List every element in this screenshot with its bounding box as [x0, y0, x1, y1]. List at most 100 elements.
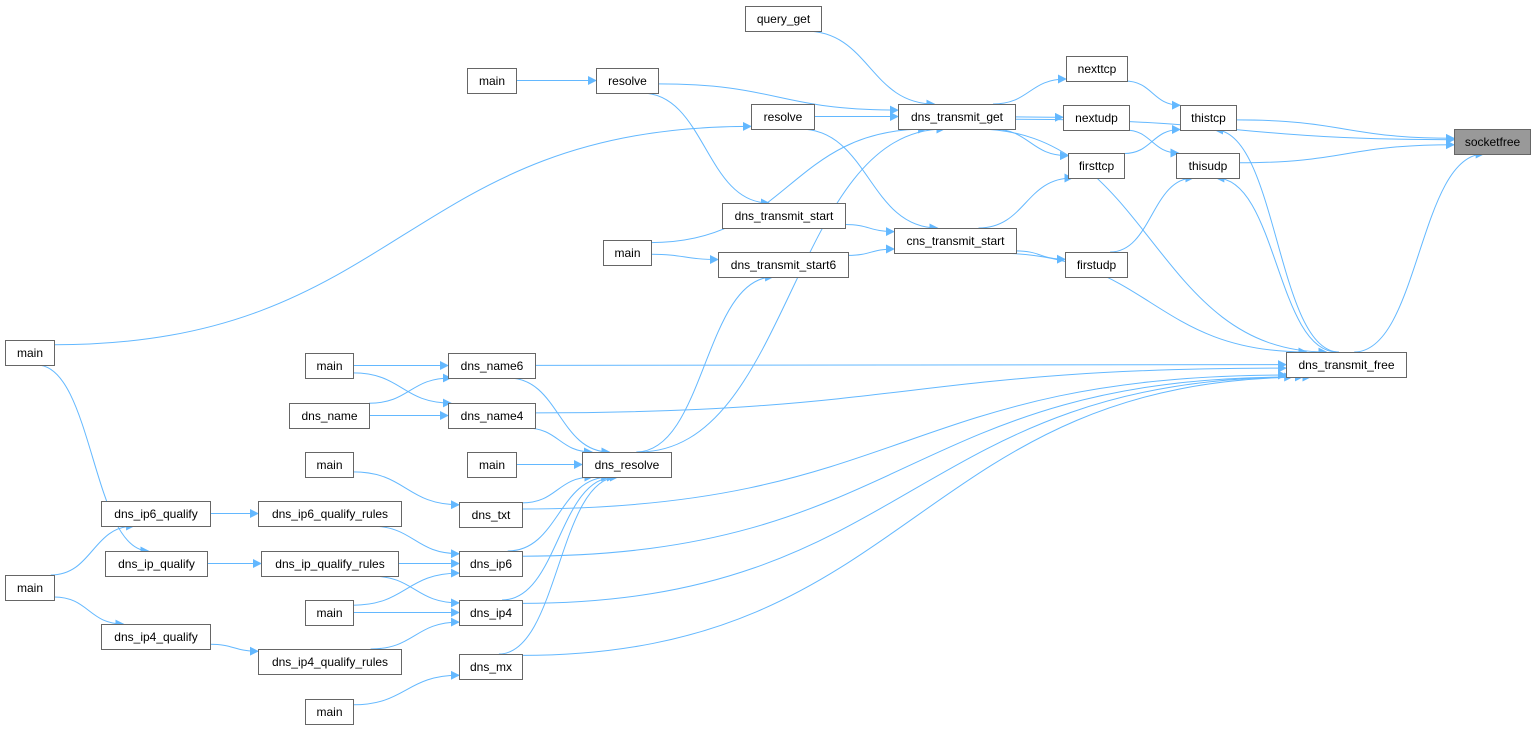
node-dns-transmit-get[interactable]: dns_transmit_get — [898, 104, 1016, 130]
node-box[interactable] — [305, 600, 354, 626]
node-box[interactable] — [596, 68, 659, 94]
node-box[interactable] — [718, 252, 849, 278]
edge-dns_resolve-to-dns_transmit_get — [638, 124, 946, 453]
node-dns-ip6-qualify-rules[interactable]: dns_ip6_qualify_rules — [258, 501, 402, 527]
node-dns-ip-qualify[interactable]: dns_ip_qualify — [105, 551, 208, 577]
node-dns-name4[interactable]: dns_name4 — [448, 403, 536, 429]
node-label: main — [17, 581, 43, 595]
node-main-8[interactable]: main — [305, 600, 354, 626]
node-dns-name6[interactable]: dns_name6 — [448, 353, 536, 379]
node-label: main — [17, 346, 43, 360]
node-box[interactable] — [459, 551, 523, 577]
node-box[interactable] — [1176, 153, 1240, 179]
node-dns-transmit-start[interactable]: dns_transmit_start — [722, 203, 846, 229]
edge-cns_transmit_start-to-firstudp — [1015, 250, 1066, 264]
node-box[interactable] — [467, 68, 517, 94]
node-firsttcp[interactable]: firsttcp — [1068, 153, 1125, 179]
edge-dns_ip6_qualify_rules-to-dns_ip6 — [369, 525, 460, 559]
node-dns-name[interactable]: dns_name — [289, 403, 370, 429]
node-dns-transmit-free[interactable]: dns_transmit_free — [1286, 352, 1407, 378]
node-box[interactable] — [751, 104, 815, 130]
edge-dns_ip4-to-dns_resolve — [501, 472, 616, 601]
node-label: firsttcp — [1079, 159, 1115, 173]
node-box[interactable] — [898, 104, 1016, 130]
node-box[interactable] — [5, 575, 55, 601]
node-label: query_get — [757, 12, 811, 26]
node-dns-ip4-qualify-rules[interactable]: dns_ip4_qualify_rules — [258, 649, 402, 675]
edge-nextudp-to-thisudp — [1124, 129, 1180, 158]
node-box[interactable] — [1065, 252, 1128, 278]
node-main-2[interactable]: main — [603, 240, 652, 266]
node-resolve-b[interactable]: resolve — [751, 104, 815, 130]
node-box[interactable] — [5, 340, 55, 366]
node-thistcp[interactable]: thistcp — [1180, 105, 1237, 131]
node-label: main — [316, 705, 342, 719]
node-box[interactable] — [258, 649, 402, 675]
node-box[interactable] — [305, 699, 354, 725]
node-socketfree[interactable]: socketfree — [1454, 129, 1531, 155]
node-query-get[interactable]: query_get — [745, 6, 822, 32]
node-main-3[interactable]: main — [5, 340, 55, 366]
node-box[interactable] — [1180, 105, 1237, 131]
node-dns-mx[interactable]: dns_mx — [459, 654, 523, 680]
node-label: main — [479, 74, 505, 88]
node-box[interactable] — [1286, 352, 1407, 378]
node-label: dns_ip_qualify — [118, 557, 195, 571]
node-box[interactable] — [582, 452, 672, 478]
edges-layer — [36, 30, 1485, 706]
node-box[interactable] — [603, 240, 652, 266]
node-box[interactable] — [894, 228, 1017, 254]
node-box[interactable] — [1066, 56, 1128, 82]
node-box[interactable] — [448, 353, 536, 379]
node-box[interactable] — [1063, 105, 1130, 131]
node-main-6[interactable]: main — [305, 452, 354, 478]
edge-query_get-to-dns_transmit_get — [805, 30, 936, 109]
node-box[interactable] — [459, 654, 523, 680]
node-main-7[interactable]: main — [5, 575, 55, 601]
node-main-4[interactable]: main — [305, 353, 354, 379]
node-box[interactable] — [305, 452, 354, 478]
node-label: dns_ip6_qualify_rules — [272, 507, 388, 521]
node-label: dns_name6 — [461, 359, 524, 373]
edge-main_7-to-dns_ip4_qualify — [53, 596, 125, 629]
edge-dns_mx-to-dns_resolve — [498, 472, 619, 655]
edge-dns_transmit_free-to-socketfree — [1354, 149, 1485, 353]
node-main-1[interactable]: main — [467, 68, 517, 94]
node-dns-ip6-qualify[interactable]: dns_ip6_qualify — [101, 501, 211, 527]
edge-main_6-to-dns_txt — [352, 471, 460, 510]
node-box[interactable] — [258, 501, 402, 527]
node-main-5[interactable]: main — [467, 452, 517, 478]
node-thisudp[interactable]: thisudp — [1176, 153, 1240, 179]
node-dns-ip6[interactable]: dns_ip6 — [459, 551, 523, 577]
node-dns-resolve[interactable]: dns_resolve — [582, 452, 672, 478]
node-box[interactable] — [305, 353, 354, 379]
node-box[interactable] — [459, 600, 523, 626]
node-dns-ip-qualify-rules[interactable]: dns_ip_qualify_rules — [261, 551, 399, 577]
node-dns-ip4-qualify[interactable]: dns_ip4_qualify — [101, 624, 211, 650]
node-label: dns_ip4_qualify — [114, 630, 197, 644]
node-dns-ip4[interactable]: dns_ip4 — [459, 600, 523, 626]
node-nexttcp[interactable]: nexttcp — [1066, 56, 1128, 82]
node-box[interactable] — [1068, 153, 1125, 179]
edge-dns_txt-to-dns_transmit_free — [521, 370, 1287, 510]
node-box[interactable] — [101, 624, 211, 650]
node-resolve-a[interactable]: resolve — [596, 68, 659, 94]
node-box[interactable] — [722, 203, 846, 229]
node-box[interactable] — [261, 551, 399, 577]
edge-dns_resolve-to-dns_transmit_start6 — [636, 272, 775, 453]
node-box[interactable] — [459, 502, 523, 528]
node-box[interactable] — [1454, 129, 1531, 155]
node-firstudp[interactable]: firstudp — [1065, 252, 1128, 278]
node-box[interactable] — [745, 6, 822, 32]
node-box[interactable] — [101, 501, 211, 527]
node-main-9[interactable]: main — [305, 699, 354, 725]
node-dns-txt[interactable]: dns_txt — [459, 502, 523, 528]
node-dns-transmit-start6[interactable]: dns_transmit_start6 — [718, 252, 849, 278]
node-box[interactable] — [467, 452, 517, 478]
node-box[interactable] — [448, 403, 536, 429]
node-box[interactable] — [289, 403, 370, 429]
node-nextudp[interactable]: nextudp — [1063, 105, 1130, 131]
edge-dns_transmit_get-to-dns_transmit_free — [976, 128, 1328, 357]
node-box[interactable] — [105, 551, 208, 577]
node-cns-transmit-start[interactable]: cns_transmit_start — [894, 228, 1017, 254]
